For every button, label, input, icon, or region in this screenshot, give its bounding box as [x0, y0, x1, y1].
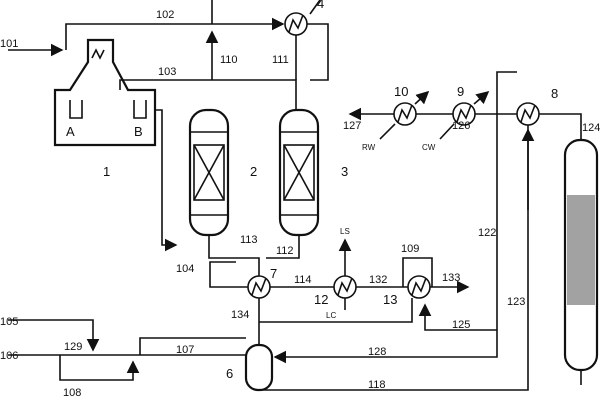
label-stream-114: 114: [294, 274, 312, 286]
label-stream-102: 102: [156, 9, 174, 21]
label-stream-126: 126: [452, 120, 470, 132]
label-stream-129: 129: [64, 341, 82, 353]
label-unit-13: 13: [383, 292, 397, 307]
label-stream-103: 103: [158, 66, 176, 78]
label-unit-9: 9: [457, 84, 464, 99]
label-zone-b: B: [134, 124, 143, 139]
label-unit-7: 7: [270, 266, 277, 281]
reactor-2: [188, 108, 230, 237]
label-stream-108: 108: [63, 387, 81, 399]
label-stream-104: 104: [176, 263, 194, 275]
label-stream-133: 133: [442, 272, 460, 284]
label-stream-111: 111: [272, 54, 289, 66]
label-utility-rw: RW: [362, 143, 376, 152]
exchanger-12: [333, 275, 357, 299]
label-stream-106: 106: [0, 350, 18, 362]
label-unit-2: 2: [250, 164, 257, 179]
label-stream-127: 127: [343, 120, 361, 132]
label-unit-3: 3: [341, 164, 348, 179]
label-stream-122: 122: [478, 227, 496, 239]
label-stream-128: 128: [368, 346, 386, 358]
exchanger-8: [516, 102, 540, 126]
piping: [8, 0, 582, 391]
label-stream-134: 134: [231, 309, 249, 321]
reactor-3: [278, 108, 320, 237]
column-8: [563, 138, 599, 385]
label-unit-12: 12: [314, 292, 328, 307]
label-utility-lc: LC: [326, 311, 336, 320]
label-stream-109: 109: [401, 243, 419, 255]
label-unit-10: 10: [394, 84, 408, 99]
label-stream-124: 124: [582, 122, 600, 134]
label-stream-112: 112: [276, 245, 294, 257]
label-utility-cw: CW: [422, 143, 436, 152]
label-unit-8: 8: [551, 86, 558, 101]
exchanger-4: [284, 12, 308, 36]
label-utility-ls: LS: [340, 227, 350, 236]
label-stream-110: 110: [220, 54, 238, 66]
label-stream-105: 105: [0, 316, 18, 328]
separator-6: [244, 343, 274, 392]
label-stream-132: 132: [369, 274, 387, 286]
label-unit-6: 6: [226, 366, 233, 381]
label-stream-125: 125: [452, 319, 470, 331]
label-stream-118: 118: [368, 379, 386, 391]
label-unit-1: 1: [103, 164, 110, 179]
exchanger-7: [247, 275, 271, 299]
exchanger-10: [379, 90, 430, 140]
label-zone-a: A: [66, 124, 75, 139]
exchanger-13: [407, 275, 431, 299]
label-stream-123: 123: [507, 296, 525, 308]
label-stream-101: 101: [0, 38, 18, 50]
label-stream-113: 113: [240, 234, 258, 246]
label-unit-4: 4: [317, 0, 324, 11]
label-stream-107: 107: [176, 344, 194, 356]
furnace-unit: [53, 38, 157, 147]
